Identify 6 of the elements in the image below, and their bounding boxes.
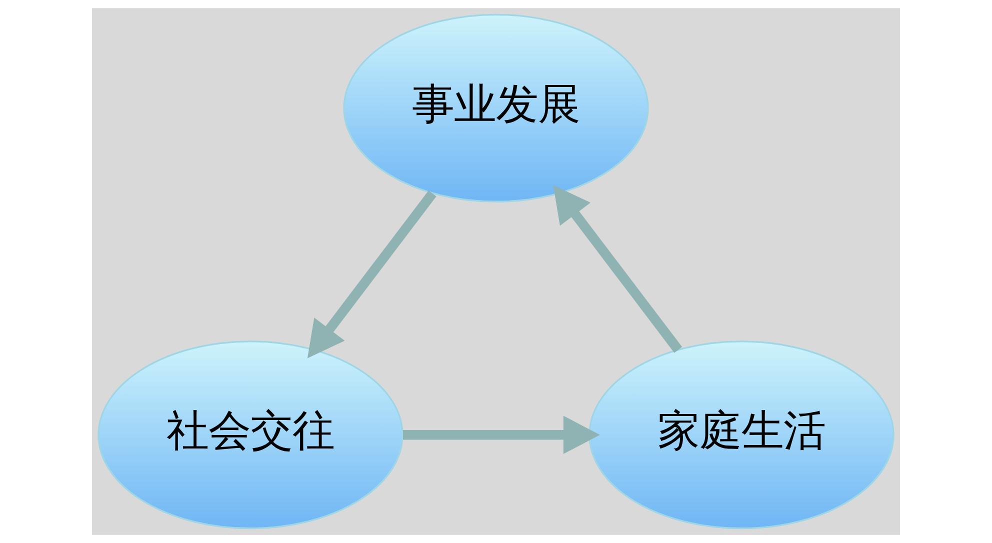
node-ellipse: 社会交往 [98,340,404,530]
arrow [307,190,436,358]
node-ellipse: 事业发展 [343,14,649,202]
arrow [553,185,682,353]
node-ellipse: 家庭生活 [588,340,894,530]
arrow [403,416,600,454]
